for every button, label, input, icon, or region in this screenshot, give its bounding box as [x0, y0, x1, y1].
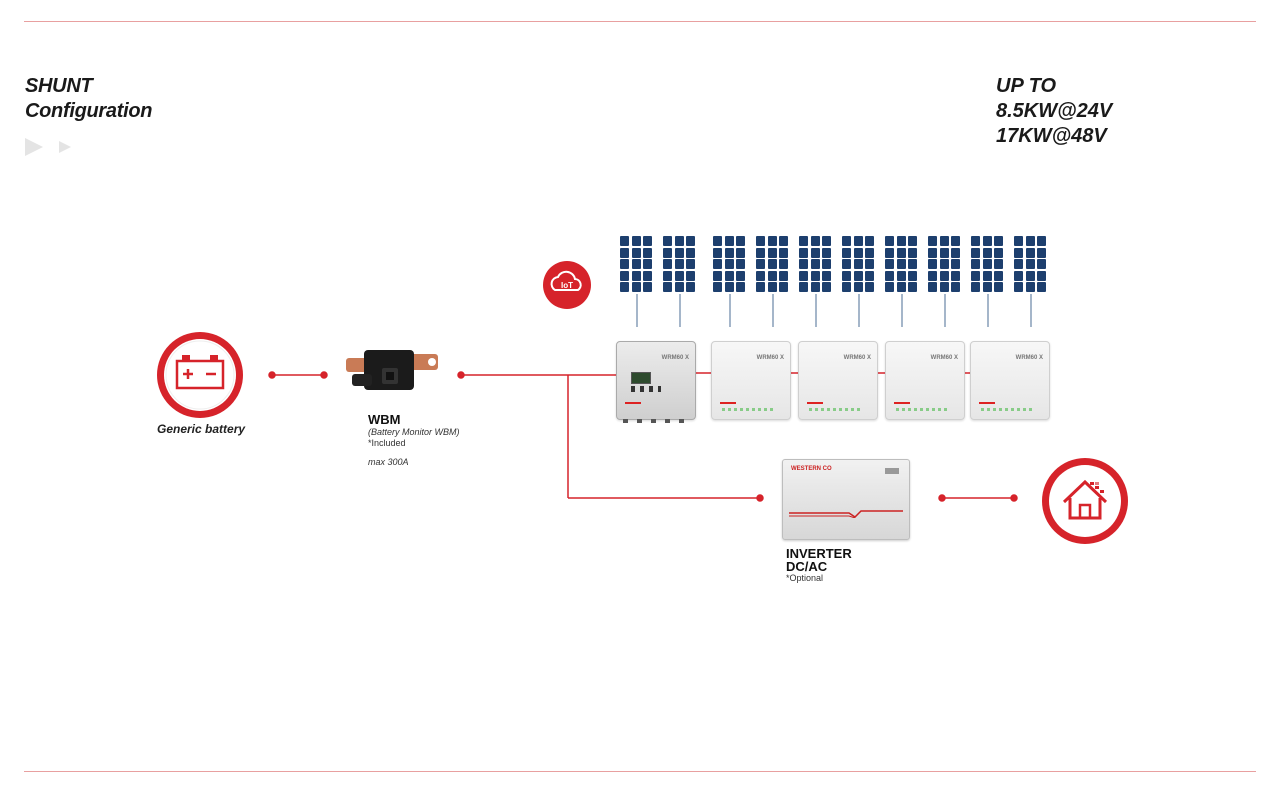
- capacity-line-3: 17KW@48V: [996, 125, 1107, 147]
- wire-node: [457, 371, 465, 379]
- title-line-2: Configuration: [25, 100, 153, 122]
- house-icon: [1042, 458, 1128, 544]
- solar-panel-icon: [663, 236, 697, 294]
- inverter-title-line-2: DC/AC: [786, 559, 828, 574]
- controller-brand: WRM60 X: [661, 355, 689, 361]
- inverter-stripe: [789, 510, 903, 518]
- controller-connectors: [896, 408, 950, 411]
- controller-connectors: [809, 408, 863, 411]
- controller-logo: [720, 402, 736, 404]
- solar-panel-icon: [620, 236, 654, 294]
- wire-node: [938, 494, 946, 502]
- controller-logo: [894, 402, 910, 404]
- controller-logo: [625, 402, 641, 404]
- controller-slave: WRM60 X: [798, 341, 878, 420]
- controller-master: WRM60 X: [616, 341, 696, 423]
- wire-node: [756, 494, 764, 502]
- capacity-line-2: 8.5KW@24V: [996, 100, 1113, 122]
- inverter-device: WESTERN CO: [782, 459, 910, 540]
- inverter-note: *Optional: [786, 573, 824, 583]
- solar-panel-icon: [713, 236, 747, 294]
- iot-label: IoT: [561, 281, 573, 290]
- controller-logo: [807, 402, 823, 404]
- wbm-subtitle: (Battery Monitor WBM): [368, 427, 460, 437]
- solar-panel-icon: [971, 236, 1005, 294]
- page-title: SHUNT Configuration: [25, 74, 152, 124]
- battery-icon: [157, 332, 243, 418]
- controller-brand: WRM60 X: [1015, 355, 1043, 361]
- controller-logo: [979, 402, 995, 404]
- controller-slave: WRM60 X: [885, 341, 965, 420]
- wbm-title: WBM: [368, 412, 401, 427]
- wire-node: [268, 371, 276, 379]
- inverter-title: INVERTER DC/AC: [786, 547, 852, 573]
- bottom-divider: [24, 771, 1256, 772]
- controller-terminals: [623, 419, 689, 423]
- solar-panel-icon: [1014, 236, 1048, 294]
- capacity-line-1: UP TO: [996, 75, 1057, 97]
- top-divider: [24, 21, 1256, 22]
- inverter-badge: [885, 468, 899, 474]
- solar-panel-icon: [928, 236, 962, 294]
- wire-node: [1010, 494, 1018, 502]
- title-line-1: SHUNT: [25, 75, 93, 97]
- solar-panel-icon: [885, 236, 919, 294]
- controller-slave: WRM60 X: [970, 341, 1050, 420]
- chevrons-decoration: [25, 138, 71, 156]
- wire-node: [320, 371, 328, 379]
- battery-label: Generic battery: [157, 422, 246, 436]
- controller-slave: WRM60 X: [711, 341, 791, 420]
- wbm-note: *Included: [368, 438, 406, 448]
- cloud-iot-icon: IoT: [543, 261, 591, 309]
- inverter-logo: WESTERN CO: [791, 466, 832, 472]
- capacity-heading: UP TO 8.5KW@24V 17KW@48V: [996, 74, 1112, 149]
- controller-brand: WRM60 X: [756, 355, 784, 361]
- wbm-device-icon: [346, 350, 438, 390]
- solar-panel-icon: [799, 236, 833, 294]
- controller-buttons: [631, 386, 661, 392]
- solar-panel-icon: [842, 236, 876, 294]
- solar-panel-icon: [756, 236, 790, 294]
- controller-connectors: [722, 408, 776, 411]
- controller-connectors: [981, 408, 1035, 411]
- wbm-max-current: max 300A: [368, 457, 409, 467]
- controller-brand: WRM60 X: [930, 355, 958, 361]
- inverter-title-line-1: INVERTER: [786, 546, 852, 561]
- controller-brand: WRM60 X: [843, 355, 871, 361]
- controller-screen: [631, 372, 651, 384]
